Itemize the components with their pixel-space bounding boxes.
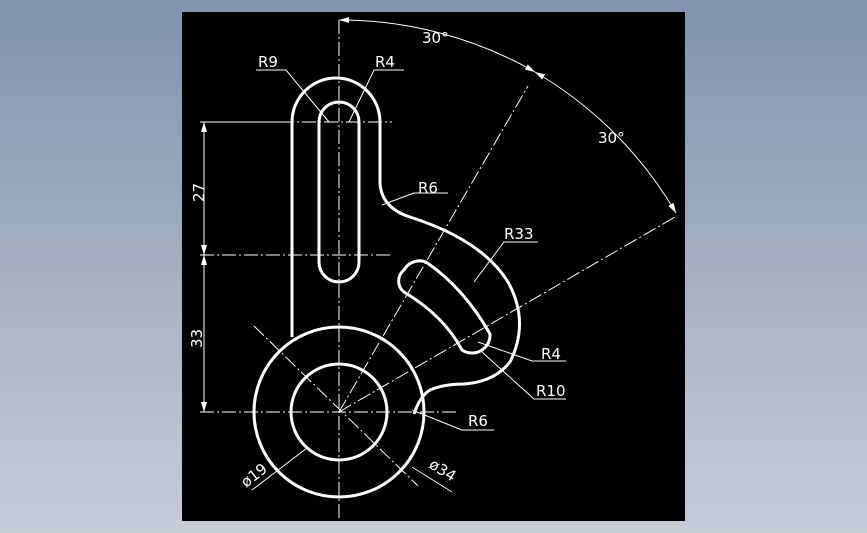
dim-angle-lower: 30° <box>598 129 625 147</box>
dim-height-lower: 33 <box>188 329 206 348</box>
leader-r4-top <box>348 69 404 123</box>
angle-arc-lower <box>534 71 677 214</box>
leader-r10 <box>481 351 566 400</box>
part-outline <box>252 76 521 499</box>
drawing-svg: R9 R4 R6 R33 R4 R10 R6 30° 30° 27 33 ø19… <box>188 16 677 521</box>
leader-r6-upper <box>381 192 448 206</box>
cad-drawing-canvas: R9 R4 R6 R33 R4 R10 R6 30° 30° 27 33 ø19… <box>182 12 685 521</box>
leader-r6-lower <box>411 409 494 431</box>
dim-r4-top: R4 <box>375 53 395 71</box>
angled-center-line-60 <box>338 85 529 413</box>
hole-inner-circle <box>289 362 389 462</box>
angled-center-line-30 <box>338 216 676 413</box>
leader-dia34 <box>411 466 453 493</box>
dim-r4-arc: R4 <box>541 345 561 363</box>
leader-r9 <box>256 69 330 123</box>
dim-height-upper: 27 <box>190 183 208 202</box>
dim-dia34: ø34 <box>426 455 460 485</box>
dim-dia19: ø19 <box>237 460 270 492</box>
dim-r6-lower: R6 <box>468 412 488 430</box>
dim-angle-upper: 30° <box>422 29 449 47</box>
dim-r9: R9 <box>258 53 278 71</box>
leader-dia19 <box>251 447 308 491</box>
straight-slot <box>317 100 361 284</box>
upper-arm-outline <box>290 76 382 337</box>
dimension-geometry <box>200 16 677 493</box>
arc-arm-outline <box>378 183 521 415</box>
diagonal-dim-line <box>253 325 419 487</box>
leader-r33 <box>473 241 538 283</box>
arc-slot <box>397 259 492 355</box>
dim-r10: R10 <box>536 382 566 400</box>
leader-r4-arc <box>477 341 566 362</box>
dim-r6-upper: R6 <box>418 179 438 197</box>
dim-r33: R33 <box>504 225 534 243</box>
angle-arc-upper <box>338 16 536 73</box>
boss-outer-circle <box>252 325 426 499</box>
